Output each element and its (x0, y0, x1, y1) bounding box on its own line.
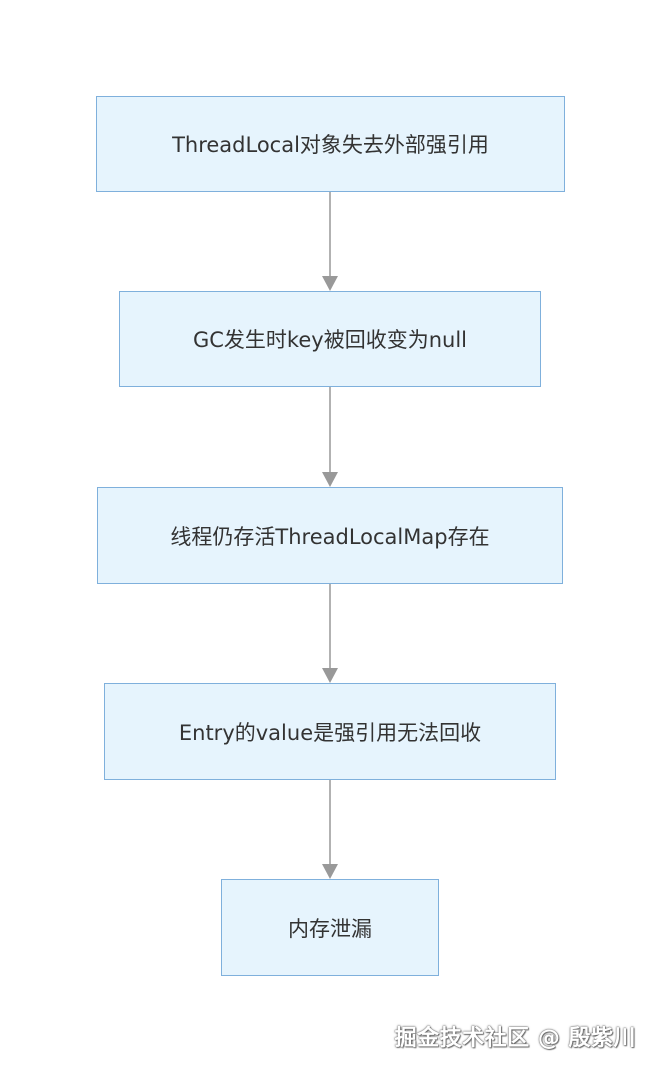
node-label: GC发生时key被回收变为null (193, 328, 467, 352)
node-label: Entry的value是强引用无法回收 (178, 720, 482, 745)
flow-node-thread-alive: 线程仍存活ThreadLocalMap存在 (97, 487, 563, 584)
edge-n1-n2 (322, 192, 338, 291)
flow-node-memory-leak: 内存泄漏 (221, 879, 439, 976)
watermark: 掘金技术社区 @ 殷紫川 (394, 1026, 636, 1051)
node-label: ThreadLocal对象失去外部强引用 (172, 133, 489, 157)
arrowhead-icon (322, 472, 338, 487)
flow-node-threadlocal-lost-reference: ThreadLocal对象失去外部强引用 (96, 96, 565, 192)
edge-n2-n3 (322, 387, 338, 487)
edge-n4-n5 (322, 780, 338, 879)
flow-node-value-strong-reference: Entry的value是强引用无法回收 (104, 683, 556, 780)
node-label: 内存泄漏 (288, 916, 372, 941)
arrowhead-icon (322, 864, 338, 879)
flow-node-gc-key-null: GC发生时key被回收变为null (119, 291, 541, 387)
arrowhead-icon (322, 668, 338, 683)
arrowhead-icon (322, 276, 338, 291)
node-label: 线程仍存活ThreadLocalMap存在 (170, 524, 490, 549)
edge-n3-n4 (322, 584, 338, 683)
